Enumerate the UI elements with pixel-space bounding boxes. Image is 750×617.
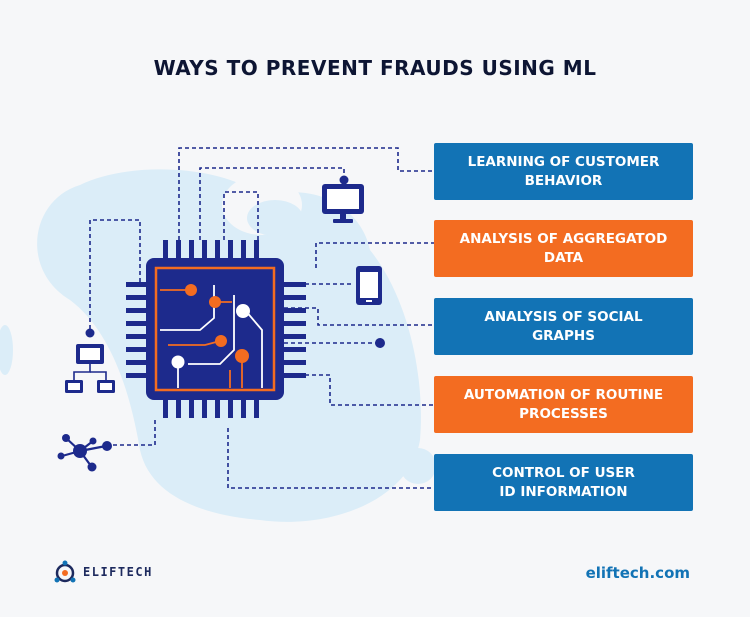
method-label-line1: ANALYSIS OF SOCIAL — [484, 308, 643, 325]
connector-lines — [89, 147, 434, 489]
computer-network-icon — [65, 344, 115, 393]
method-control-user-id-information: CONTROL OF USER ID INFORMATION — [434, 454, 693, 511]
connector-dots — [85, 175, 385, 348]
method-analysis-aggregated-data: ANALYSIS OF AGGREGATOD DATA — [434, 220, 693, 277]
logo-text: ELIFTECH — [83, 565, 153, 579]
method-label-line1: AUTOMATION OF ROUTINE — [463, 386, 664, 403]
method-label-line1: ANALYSIS OF AGGREGATOD — [459, 230, 668, 247]
method-learning-customer-behavior: LEARNING OF CUSTOMER BEHAVIOR — [434, 143, 693, 200]
method-analysis-social-graphs: ANALYSIS OF SOCIAL GRAPHS — [434, 298, 693, 355]
processor-chip-icon — [126, 240, 306, 418]
method-label-line1: LEARNING OF CUSTOMER — [467, 153, 660, 170]
eliftech-logo: ELIFTECH — [54, 560, 153, 584]
molecule-graph-icon — [57, 434, 112, 472]
method-label-line2: ID INFORMATION — [499, 483, 628, 500]
page-title: WAYS TO PREVENT FRAUDS USING ML — [153, 56, 597, 80]
method-label-line2: GRAPHS — [532, 327, 595, 344]
method-label-line2: DATA — [543, 249, 584, 266]
method-label-line1: CONTROL OF USER — [492, 464, 635, 481]
website-link[interactable]: eliftech.com — [585, 564, 690, 582]
smartphone-icon — [356, 266, 382, 305]
eliftech-logo-icon — [54, 560, 76, 583]
method-automation-routine-processes: AUTOMATION OF ROUTINE PROCESSES — [434, 376, 693, 433]
monitor-icon — [322, 184, 364, 223]
method-label-line2: BEHAVIOR — [524, 172, 603, 189]
method-label-line2: PROCESSES — [519, 405, 608, 422]
